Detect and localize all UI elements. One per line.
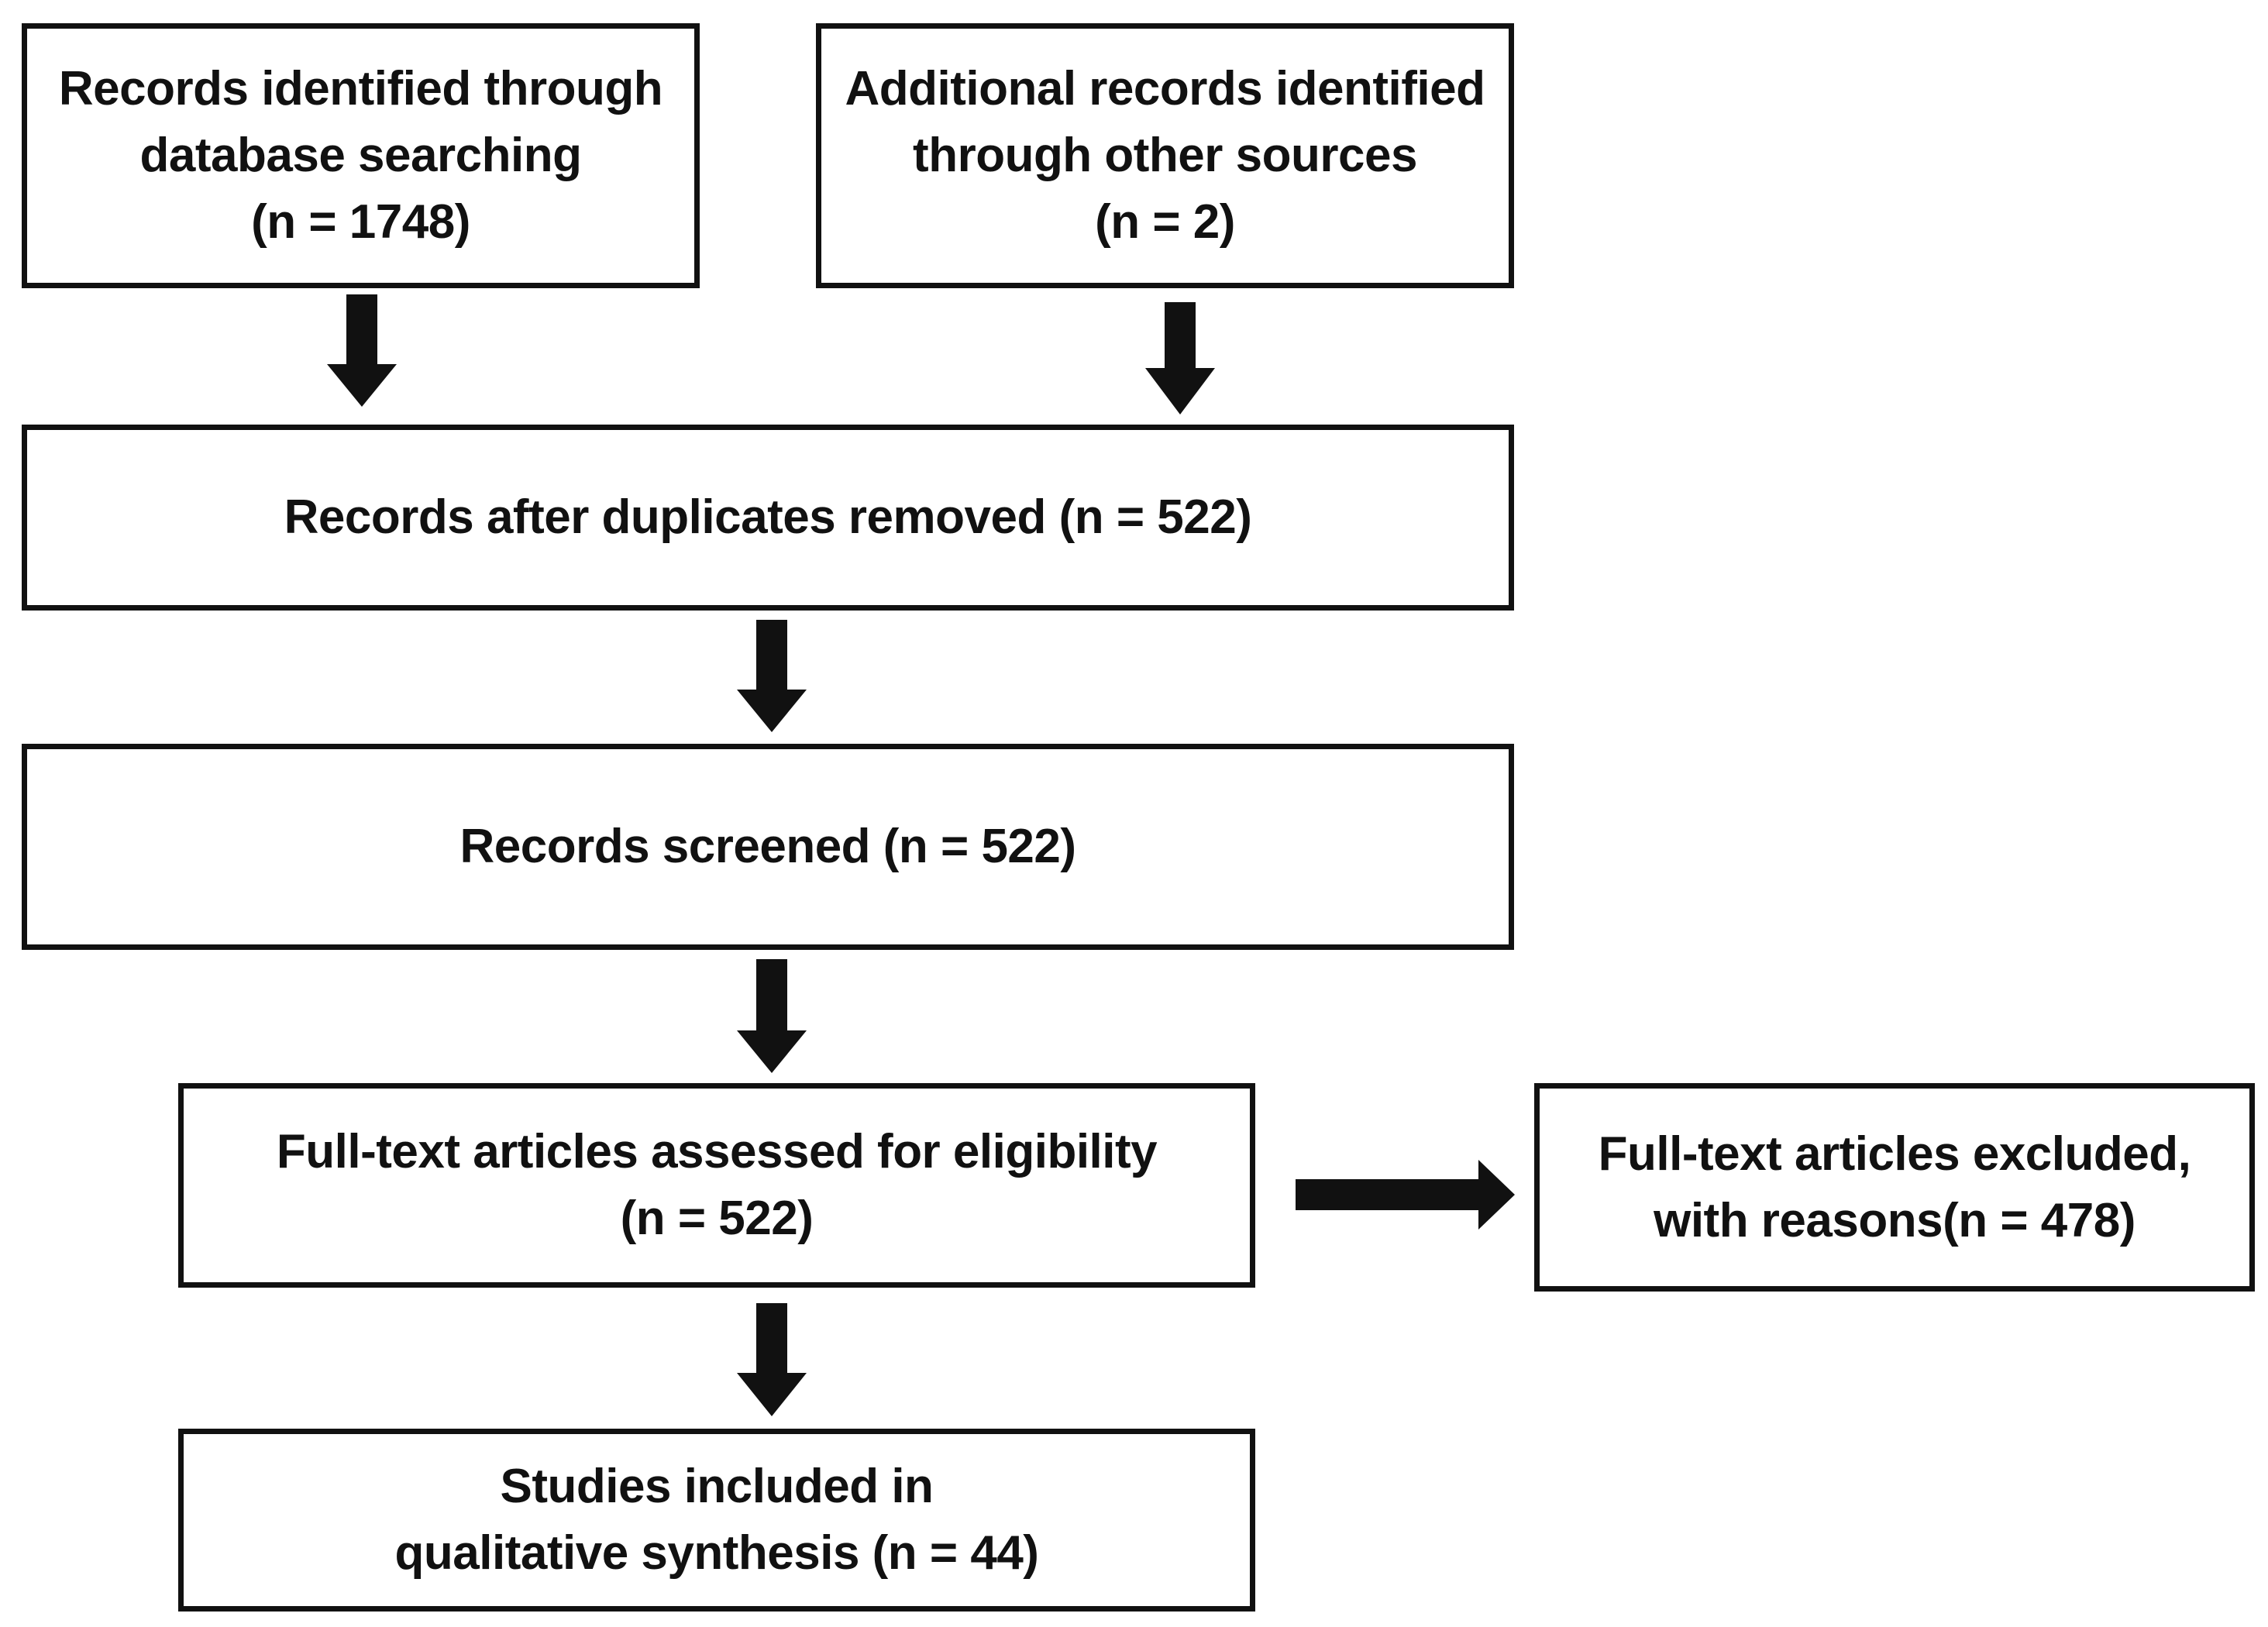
studies-included-box: Studies included in qualitative synthesi… [178, 1429, 1255, 1612]
full-text-assessed-box: Full-text articles assessed for eligibil… [178, 1083, 1255, 1288]
other-sources-box: Additional records identified through ot… [816, 23, 1514, 288]
right-arrow-icon [1296, 1160, 1515, 1230]
records-screened-box: Records screened (n = 522) [22, 744, 1514, 950]
down-arrow-icon [737, 620, 807, 732]
studies-included-text: Studies included in qualitative synthesi… [395, 1453, 1039, 1587]
box-line: database searching [139, 129, 582, 182]
box-line: (n = 1748) [251, 195, 470, 249]
box-line: with reasons(n = 478) [1654, 1193, 2135, 1247]
full-text-assessed-text: Full-text articles assessed for eligibil… [276, 1119, 1158, 1252]
box-line: Records screened (n = 522) [459, 820, 1076, 873]
duplicates-removed-text: Records after duplicates removed (n = 52… [284, 484, 1252, 551]
records-screened-text: Records screened (n = 522) [459, 814, 1076, 880]
box-line: Full-text articles excluded, [1598, 1127, 2191, 1181]
duplicates-removed-box: Records after duplicates removed (n = 52… [22, 425, 1514, 611]
box-line: (n = 2) [1095, 195, 1235, 249]
down-arrow-icon [737, 1303, 807, 1416]
full-text-excluded-text: Full-text articles excluded, with reason… [1599, 1121, 2191, 1254]
down-arrow-icon [737, 959, 807, 1073]
box-line: Records identified through [58, 62, 663, 115]
box-line: Additional records identified [845, 62, 1485, 115]
box-line: through other sources [913, 129, 1417, 182]
full-text-excluded-box: Full-text articles excluded, with reason… [1534, 1083, 2255, 1292]
box-line: Records after duplicates removed (n = 52… [284, 490, 1252, 544]
down-arrow-icon [327, 294, 397, 407]
other-sources-text: Additional records identified through ot… [845, 56, 1485, 256]
database-search-text: Records identified through database sear… [59, 56, 663, 256]
box-line: (n = 522) [620, 1192, 814, 1245]
database-search-box: Records identified through database sear… [22, 23, 700, 288]
box-line: Studies included in [500, 1460, 934, 1513]
box-line: Full-text articles assessed for eligibil… [276, 1125, 1158, 1178]
box-line: qualitative synthesis (n = 44) [394, 1526, 1039, 1580]
down-arrow-icon [1145, 302, 1215, 414]
